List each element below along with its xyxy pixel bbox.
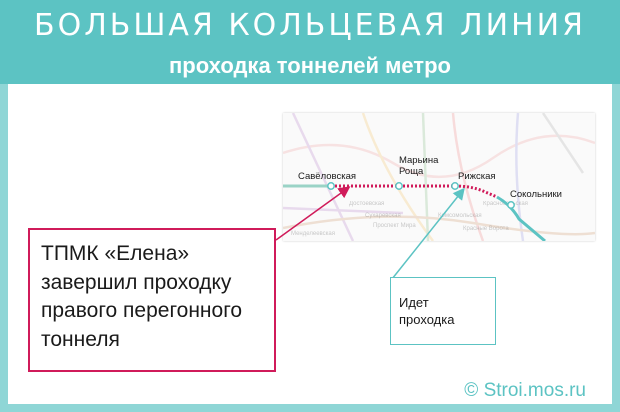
- faded-line-6: [515, 113, 525, 241]
- callout-line-3: правого перегонного: [41, 299, 243, 322]
- station-dot-sokolniki: [507, 201, 515, 209]
- tunnel-route-segment: [331, 184, 498, 199]
- content-frame: [0, 84, 620, 412]
- station-label-maryina-2: Роща: [399, 166, 424, 177]
- source-credit: © Stroi.mos.ru: [464, 380, 586, 401]
- station-dot-savelovskaya: [327, 182, 335, 190]
- page-title: БОЛЬШАЯ КОЛЬЦЕВАЯ ЛИНИЯ: [34, 8, 586, 43]
- page-subtitle: проходка тоннелей метро: [169, 53, 451, 78]
- metro-map: Достоевская Сухаревская Проспект Мира Ко…: [283, 113, 595, 241]
- faded-label-6: Менделеевская: [291, 231, 335, 237]
- station-label-savelovskaya: Савёловская: [298, 171, 356, 182]
- note-line-1: Идет: [399, 295, 429, 310]
- faded-label-1: Достоевская: [349, 201, 384, 207]
- faded-line-5: [451, 113, 485, 241]
- tbm-callout-box: ТПМК «Елена» завершил проходку правого п…: [28, 228, 276, 372]
- station-label-sokolniki: Сокольники: [510, 189, 562, 200]
- faded-label-4: Комсомольская: [438, 213, 482, 219]
- station-label-maryina-1: Марьина: [399, 155, 439, 166]
- callout-line-4: тоннеля: [41, 327, 120, 351]
- faded-label-5: Красные Ворота: [463, 226, 509, 232]
- faded-label-3: Проспект Мира: [373, 223, 416, 229]
- note-line-2: проходка: [399, 312, 455, 327]
- progress-note-box: Идет проходка: [390, 277, 496, 345]
- faded-line-8: [541, 113, 585, 174]
- metro-map-graphic: Достоевская Сухаревская Проспект Мира Ко…: [283, 113, 595, 241]
- station-dot-maryina: [395, 182, 403, 190]
- faded-line-1: [283, 134, 595, 179]
- header-banner: БОЛЬШАЯ КОЛЬЦЕВАЯ ЛИНИЯ проходка тоннеле…: [0, 0, 620, 84]
- faded-label-2: Сухаревская: [365, 213, 401, 219]
- station-dot-rizhskaya: [451, 182, 459, 190]
- callout-line-2: завершил проходку: [41, 270, 232, 294]
- callout-line-1: ТПМК «Елена»: [41, 242, 190, 265]
- station-label-rizhskaya: Рижская: [458, 171, 496, 182]
